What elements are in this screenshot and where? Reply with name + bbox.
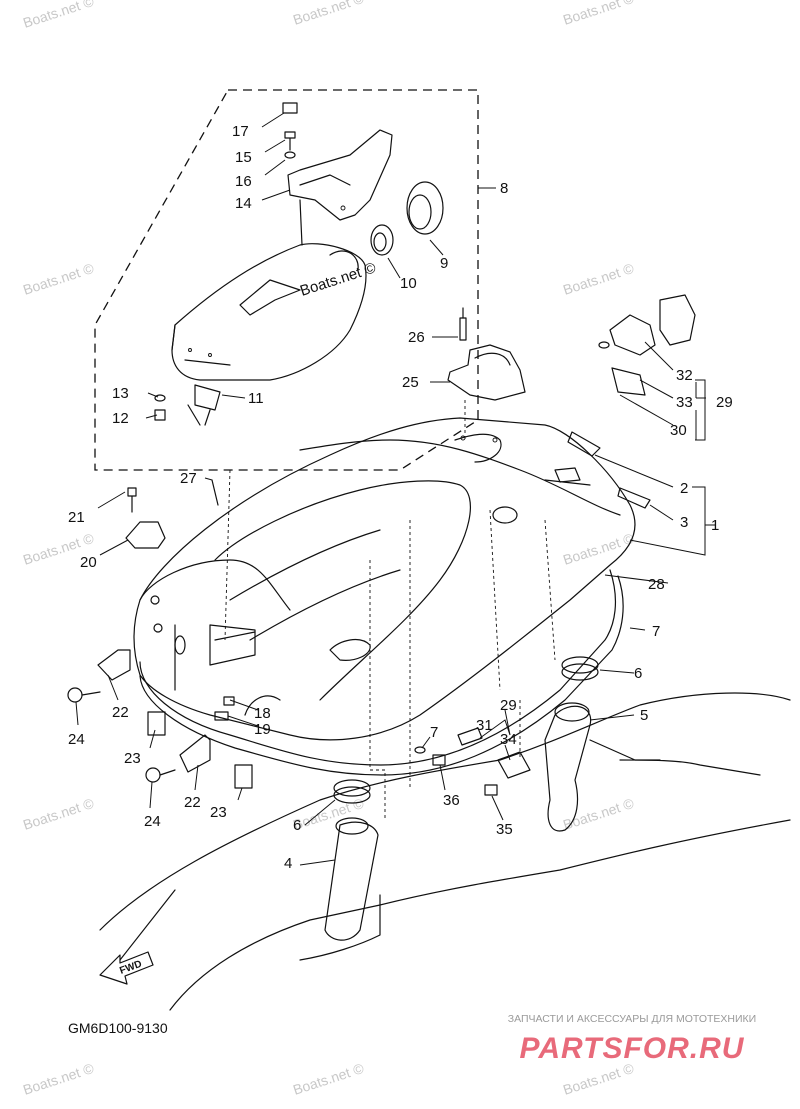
part-number-label: 29 <box>716 394 733 411</box>
footer-logo: PARTSFOR.RU <box>520 1032 745 1065</box>
rub-rail <box>139 569 624 776</box>
hidden-lines <box>224 400 556 820</box>
part-number-label: 23 <box>210 804 227 821</box>
watermark-text: Boats.net © <box>291 0 366 28</box>
part-number-label: 4 <box>284 855 292 872</box>
part-number-label: 2 <box>680 480 688 497</box>
watermark-text: Boats.net © <box>561 260 636 298</box>
part-number-label: 34 <box>500 731 517 748</box>
part-number-label: 17 <box>232 123 249 140</box>
watermark-text: Boats.net © <box>561 795 636 833</box>
footer-tagline: ЗАПЧАСТИ И АКСЕССУАРЫ ДЛЯ МОТОТЕХНИКИ <box>508 1013 756 1025</box>
seat-assembly <box>171 243 367 381</box>
part-number-label: 35 <box>496 821 513 838</box>
watermark-text: Boats.net © <box>291 795 366 833</box>
part-number-label: 3 <box>680 514 688 531</box>
part-number-label: 6 <box>293 817 301 834</box>
part-number-label: 14 <box>235 195 252 212</box>
part-number-label: 9 <box>440 255 448 272</box>
part-number-label: 1 <box>711 517 719 534</box>
part-number-label: 18 <box>254 705 271 722</box>
leader-lines <box>75 112 716 866</box>
part-number-label: 10 <box>400 275 417 292</box>
part-number-label: 29 <box>500 697 517 714</box>
part-number-label: 6 <box>634 665 642 682</box>
hoses <box>324 656 599 941</box>
vent-parts <box>567 294 696 509</box>
part-number-label: 8 <box>500 180 508 197</box>
part-number-label: 24 <box>68 731 85 748</box>
part-number-label: 28 <box>648 576 665 593</box>
watermark-text: Boats.net © <box>21 260 96 298</box>
part-number-label: 24 <box>144 813 161 830</box>
hull-deck <box>133 417 636 741</box>
part-number-label: 13 <box>112 385 129 402</box>
part-number-label: 32 <box>676 367 693 384</box>
part-number-label: 36 <box>443 792 460 809</box>
part-number-label: 26 <box>408 329 425 346</box>
grommets <box>329 181 444 271</box>
part-number-label: 30 <box>670 422 687 439</box>
watermark-text: Boats.net © <box>561 0 636 28</box>
watermark-text: Boats.net © <box>21 795 96 833</box>
part-number-label: 31 <box>476 717 493 734</box>
part-number-label: 22 <box>112 704 129 721</box>
part-labels: 1234566778910111213141516171819202122222… <box>68 123 733 872</box>
part-number-label: 19 <box>254 721 271 738</box>
part-number-label: 23 <box>124 750 141 767</box>
watermark-text: Boats.net © <box>561 1060 636 1098</box>
drain-fittings <box>414 727 531 796</box>
diagram-code: GM6D100-9130 <box>68 1020 168 1036</box>
grab-handle <box>447 307 526 401</box>
watermark-text: Boats.net © <box>561 530 636 568</box>
part-number-label: 7 <box>430 724 438 741</box>
part-number-label: 20 <box>80 554 97 571</box>
forward-arrow <box>99 951 154 985</box>
part-number-label: 27 <box>180 470 197 487</box>
watermark-text: Boats.net © <box>21 0 96 31</box>
part-number-label: 7 <box>652 623 660 640</box>
part-number-label: 22 <box>184 794 201 811</box>
subassembly-frame <box>94 89 479 471</box>
hull-bottom <box>99 692 791 1011</box>
left-fittings <box>67 479 253 789</box>
part-number-label: 5 <box>640 707 648 724</box>
part-number-label: 21 <box>68 509 85 526</box>
part-number-label: 25 <box>402 374 419 391</box>
seat-fasteners <box>154 102 298 426</box>
part-number-label: 11 <box>248 390 264 407</box>
part-number-label: 12 <box>112 410 129 427</box>
watermark-text: Boats.net © <box>291 1060 366 1098</box>
part-number-label: 33 <box>676 394 693 411</box>
part-number-label: 15 <box>235 149 252 166</box>
seat-hook-bracket <box>287 129 393 246</box>
part-number-label: 16 <box>235 173 252 190</box>
watermark-text: Boats.net © <box>21 1060 96 1098</box>
